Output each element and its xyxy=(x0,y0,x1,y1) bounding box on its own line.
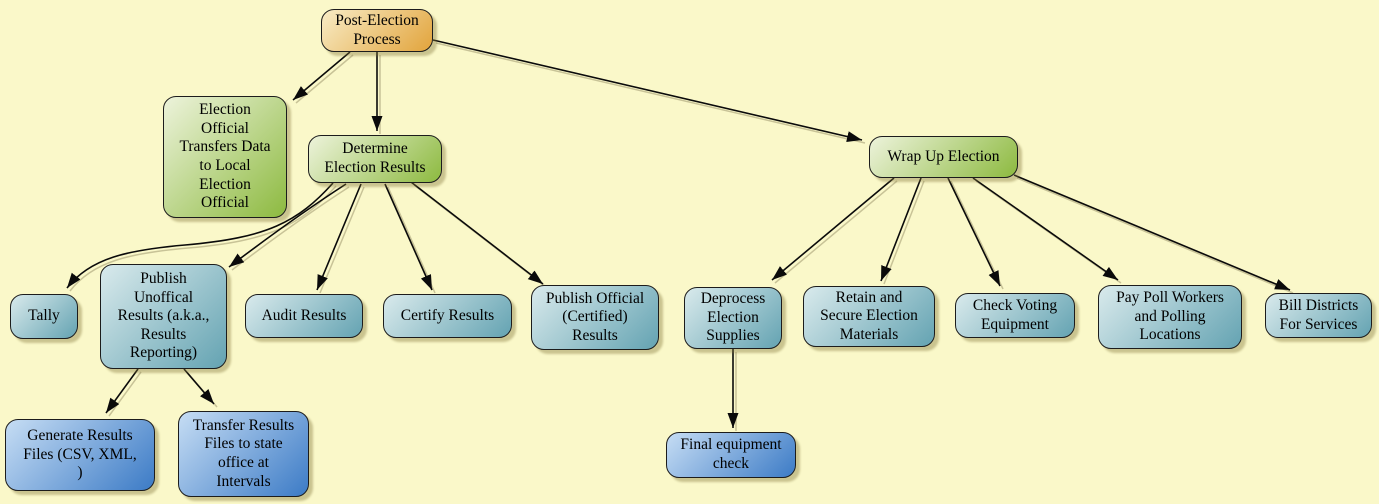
node-retain-secure-materials[interactable]: Retain and Secure Election Materials xyxy=(803,286,935,347)
edge-wrap-up-election--deprocess-election-supplies xyxy=(771,177,895,281)
node-label: Retain and Secure Election Materials xyxy=(820,288,918,343)
edge-shadow xyxy=(1016,177,1294,294)
node-label: Generate Results Files (CSV, XML, ) xyxy=(23,427,137,482)
node-tally[interactable]: Tally xyxy=(10,294,78,339)
node-label: Tally xyxy=(28,307,60,325)
node-label: Certify Results xyxy=(400,306,495,324)
node-pay-poll-workers[interactable]: Pay Poll Workers and Polling Locations xyxy=(1098,285,1242,349)
node-wrap-up-election[interactable]: Wrap Up Election xyxy=(869,136,1018,178)
edge-lines-group xyxy=(66,39,1291,428)
node-bill-districts[interactable]: Bill Districts For Services xyxy=(1265,293,1372,338)
node-label: Transfer Results Files to state office a… xyxy=(192,416,295,490)
node-transfer-results-files[interactable]: Transfer Results Files to state office a… xyxy=(178,411,309,497)
node-final-equipment-check[interactable]: Final equipment check xyxy=(666,432,796,478)
edge-determine-election-results--tally xyxy=(66,182,334,289)
edge-wrap-up-election--bill-districts xyxy=(1013,174,1291,291)
node-deprocess-election-supplies[interactable]: Deprocess Election Supplies xyxy=(684,287,782,349)
edge-post-election-process--wrap-up-election xyxy=(432,39,863,142)
edge-post-election-process--election-official-transfers xyxy=(292,51,351,101)
node-publish-official-results[interactable]: Publish Official (Certified) Results xyxy=(531,285,659,350)
node-generate-results-files[interactable]: Generate Results Files (CSV, XML, ) xyxy=(5,419,155,491)
node-determine-election-results[interactable]: Determine Election Results xyxy=(308,135,442,183)
node-label: Pay Poll Workers and Polling Locations xyxy=(1116,289,1224,344)
node-label: Publish Official (Certified) Results xyxy=(545,289,645,344)
node-label: Check Voting Equipment xyxy=(972,296,1058,333)
node-label: Bill Districts For Services xyxy=(1278,296,1359,333)
edge-determine-election-results--publish-official-results xyxy=(410,181,544,285)
edge-shadow xyxy=(435,42,866,144)
edge-publish-unofficial-results--transfer-results-files xyxy=(183,368,215,405)
edge-wrap-up-election--retain-secure-materials xyxy=(880,177,922,282)
node-label: Publish Unoffical Results (a.k.a., Resul… xyxy=(117,270,210,362)
edge-wrap-up-election--check-voting-equipment xyxy=(947,177,1001,287)
node-label: Final equipment check xyxy=(680,436,782,472)
node-certify-results[interactable]: Certify Results xyxy=(383,294,512,338)
node-check-voting-equipment[interactable]: Check Voting Equipment xyxy=(955,293,1075,338)
edge-shadow xyxy=(69,185,337,292)
node-label: Determine Election Results xyxy=(324,140,426,176)
edge-determine-election-results--audit-results xyxy=(316,183,362,291)
node-label: Wrap Up Election xyxy=(887,147,1000,165)
edge-wrap-up-election--pay-poll-workers xyxy=(972,177,1119,281)
node-publish-unofficial-results[interactable]: Publish Unoffical Results (a.k.a., Resul… xyxy=(100,264,227,369)
node-label: Deprocess Election Supplies xyxy=(700,290,766,345)
node-label: Election Official Transfers Data to Loca… xyxy=(179,101,271,212)
edge-determine-election-results--certify-results xyxy=(384,183,433,291)
node-label: Post-Election Process xyxy=(335,11,419,48)
edge-determine-election-results--publish-unofficial-results xyxy=(228,183,347,268)
edge-publish-unofficial-results--generate-results-files xyxy=(105,368,139,414)
node-label: Audit Results xyxy=(261,306,347,324)
node-election-official-transfers[interactable]: Election Official Transfers Data to Loca… xyxy=(163,96,287,218)
node-post-election-process[interactable]: Post-Election Process xyxy=(321,9,433,52)
edge-shadow xyxy=(774,180,898,284)
edge-shadow xyxy=(231,186,350,271)
node-audit-results[interactable]: Audit Results xyxy=(245,294,363,338)
